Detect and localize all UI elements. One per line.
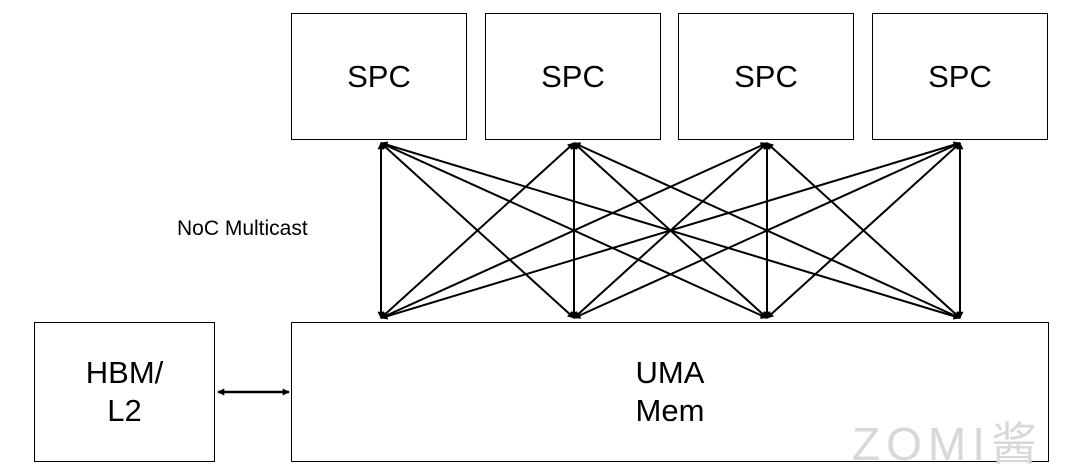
noc-link-spc4-port3 [766,142,961,319]
spc-label: SPC [928,58,992,94]
noc-arrow-group [377,141,964,320]
spc-label: SPC [541,58,605,94]
spc-box-4: SPC [872,13,1048,140]
watermark-logo: ZOMI酱 [852,418,1043,470]
uma-mem-box: UMA Mem [291,322,1049,462]
spc-box-3: SPC [678,13,854,140]
hbm-label-line2: L2 [107,393,142,428]
hbm-label-line1: HBM/ [85,355,164,390]
noc-multicast-label: NoC Multicast [177,217,308,240]
spc-box-2: SPC [485,13,661,140]
spc-label: SPC [347,58,411,94]
uma-label-line1: UMA [635,355,705,390]
hbm-l2-box: HBM/ L2 [34,322,215,462]
uma-label-line2: Mem [635,393,705,428]
spc-box-1: SPC [291,13,467,140]
spc-label: SPC [734,58,798,94]
